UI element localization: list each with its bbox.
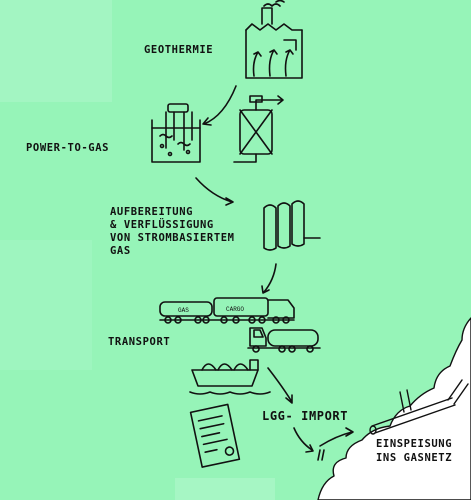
background-patch xyxy=(0,240,92,370)
label-aufbereitung-line-3: VON STROMBASIERTEM xyxy=(110,232,235,244)
electrolyser-icon xyxy=(151,103,201,163)
background-patch xyxy=(175,478,275,500)
gas-pipeline-icon xyxy=(369,379,469,435)
label-einspeisung-line-1: EINSPEISUNG xyxy=(376,438,453,450)
arrow-transport-to-import xyxy=(267,367,293,404)
lng-ship-icon xyxy=(189,359,271,395)
label-power-to-gas: POWER-TO-GAS xyxy=(26,142,110,154)
document-icon xyxy=(189,403,241,468)
arrow-import-to-netz xyxy=(319,427,354,447)
arrow-import-down xyxy=(293,427,314,453)
arrow-aufbereitung-to-transport xyxy=(261,263,277,294)
storage-tanks-icon xyxy=(263,200,321,251)
truck-icon xyxy=(247,327,321,353)
background-patch xyxy=(0,0,112,102)
train-icon xyxy=(159,297,295,324)
label-aufbereitung-line-4: GAS xyxy=(110,245,131,257)
label-transport: TRANSPORT xyxy=(108,336,171,348)
train-label-cargo: CARGO xyxy=(226,306,244,313)
train-label-gas: GAS xyxy=(178,307,189,314)
pipe-break-mark xyxy=(317,449,325,461)
reactor-icon xyxy=(233,95,284,163)
label-einspeisung-line-2: INS GASNETZ xyxy=(376,452,453,464)
coastline-shape xyxy=(317,317,471,500)
geothermal-plant-icon xyxy=(245,0,303,79)
arrow-ptg-to-aufbereitung xyxy=(195,177,234,206)
label-lng-import: LGG- IMPORT xyxy=(262,409,349,423)
label-aufbereitung-line-1: AUFBEREITUNG xyxy=(110,206,194,218)
label-aufbereitung-line-2: & VERFLÜSSIGUNG xyxy=(110,219,214,231)
arrow-geothermie-to-ptg xyxy=(202,85,237,126)
label-geothermie: GEOTHERMIE xyxy=(144,44,214,56)
